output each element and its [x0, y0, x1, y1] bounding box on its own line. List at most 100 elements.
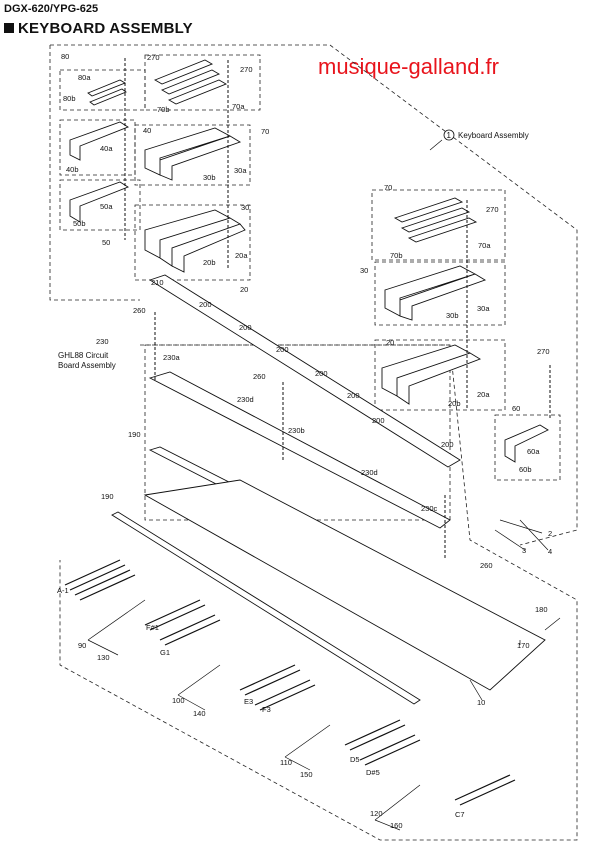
keys-20-shape [144, 209, 246, 273]
callouts: 1 Keyboard Assembly GHL88 Circuit Board … [58, 129, 529, 370]
label-60a: 60a [527, 447, 540, 456]
group-70r-outline [371, 189, 506, 261]
label-200-b: 200 [239, 323, 252, 332]
rubber-contact-strip [148, 274, 461, 468]
label-190-b: 190 [101, 492, 114, 501]
keyboard-assembly-outline [50, 44, 578, 546]
circuit-board [148, 371, 451, 529]
label-70a-left: 70a [232, 102, 245, 111]
group-30-outline [134, 124, 251, 186]
label-140: 140 [193, 709, 206, 718]
label-note-A-1: A-1 [57, 586, 69, 595]
label-30-right: 30 [360, 266, 368, 275]
label-200-g: 200 [441, 440, 454, 449]
label-50b: 50b [73, 219, 86, 228]
leader-keyboard-assembly [429, 139, 443, 151]
label-260-a: 260 [133, 306, 146, 315]
label-230c: 230c [421, 504, 438, 513]
label-230b: 230b [288, 426, 305, 435]
label-note-D5: D5 [350, 755, 360, 764]
keys-70-shape [153, 59, 228, 105]
label-30a-right: 30a [477, 304, 490, 313]
group-20-outline [134, 204, 251, 281]
label-20a-right: 20a [477, 390, 490, 399]
label-30b-left: 30b [203, 173, 216, 182]
label-20-left: 20 [240, 285, 248, 294]
keys-20r-shape [381, 344, 482, 405]
label-200-d: 200 [315, 369, 328, 378]
leader-lines [87, 139, 561, 831]
hammer-set-5 [454, 774, 516, 806]
label-80: 80 [61, 52, 69, 61]
label-50a: 50a [100, 202, 113, 211]
label-40: 40 [143, 126, 151, 135]
label-40a: 40a [100, 144, 113, 153]
label-80a: 80a [78, 73, 91, 82]
hammer-set-1 [64, 559, 136, 601]
label-70-right: 70 [384, 183, 392, 192]
label-170: 170 [517, 641, 530, 650]
leader-110-150 [284, 724, 331, 771]
hammer-set-4 [344, 719, 421, 766]
label-160: 160 [390, 821, 403, 830]
label-2: 2 [548, 529, 552, 538]
leader-120-160 [374, 784, 421, 831]
label-note-C7: C7 [455, 810, 465, 819]
label-20a-left: 20a [235, 251, 248, 260]
label-note-F#1: F#1 [146, 623, 159, 632]
label-20-right: 20 [386, 338, 394, 347]
screws [124, 58, 551, 560]
keyboard-chassis [143, 479, 546, 691]
label-200-e: 200 [347, 391, 360, 400]
group-20r-outline [374, 339, 506, 411]
label-note-E3: E3 [244, 697, 253, 706]
label-3: 3 [522, 546, 526, 555]
label-180: 180 [535, 605, 548, 614]
label-60: 60 [512, 404, 520, 413]
label-10: 10 [477, 698, 485, 707]
group-80-outline [59, 69, 146, 111]
keys-30-shape [144, 127, 242, 181]
hammer-set-2 [144, 599, 221, 646]
hammer-sets [64, 559, 516, 806]
label-30b-right: 30b [446, 311, 459, 320]
label-260-c: 260 [480, 561, 493, 570]
group-50-outline [59, 179, 141, 231]
label-100: 100 [172, 696, 185, 705]
label-30a-left: 30a [234, 166, 247, 175]
group-30r-outline [374, 261, 506, 326]
label-40b: 40b [66, 165, 79, 174]
label-70b-left: 70b [157, 105, 170, 114]
key-80b-shape [89, 88, 127, 106]
leader-100-140 [177, 664, 221, 711]
key-50-shape [69, 181, 129, 223]
leader-2-3-4 [494, 519, 549, 551]
keys-70r-shape [393, 197, 478, 243]
group-70-outline [144, 54, 261, 111]
label-30-left: 30 [241, 203, 249, 212]
label-200-a: 200 [199, 300, 212, 309]
label-270-d: 270 [537, 347, 550, 356]
page-title-text: KEYBOARD ASSEMBLY [18, 20, 193, 37]
label-270-b: 270 [240, 65, 253, 74]
keys-30r-shape [384, 265, 487, 321]
label-50: 50 [102, 238, 110, 247]
label-20b-left: 20b [203, 258, 216, 267]
key-40-shape [69, 121, 129, 161]
label-230: 230 [96, 337, 109, 346]
callout-1-number: 1 [447, 131, 452, 140]
label-260-b: 260 [253, 372, 266, 381]
leader-90-130 [87, 599, 146, 656]
label-150: 150 [300, 770, 313, 779]
title-square-icon [4, 23, 14, 33]
label-20b-right: 20b [448, 399, 461, 408]
label-190-a: 190 [128, 430, 141, 439]
page-title: KEYBOARD ASSEMBLY [4, 20, 193, 37]
callout-ghl88-line1: GHL88 Circuit [58, 351, 109, 360]
part-labels: 80 80a 80b 270 270 270 270 70b 70a 70 70… [57, 52, 552, 830]
label-120: 120 [370, 809, 383, 818]
callout-ghl88-line2: Board Assembly [58, 361, 116, 370]
group-40-outline [59, 119, 136, 176]
label-270-c: 270 [486, 205, 499, 214]
